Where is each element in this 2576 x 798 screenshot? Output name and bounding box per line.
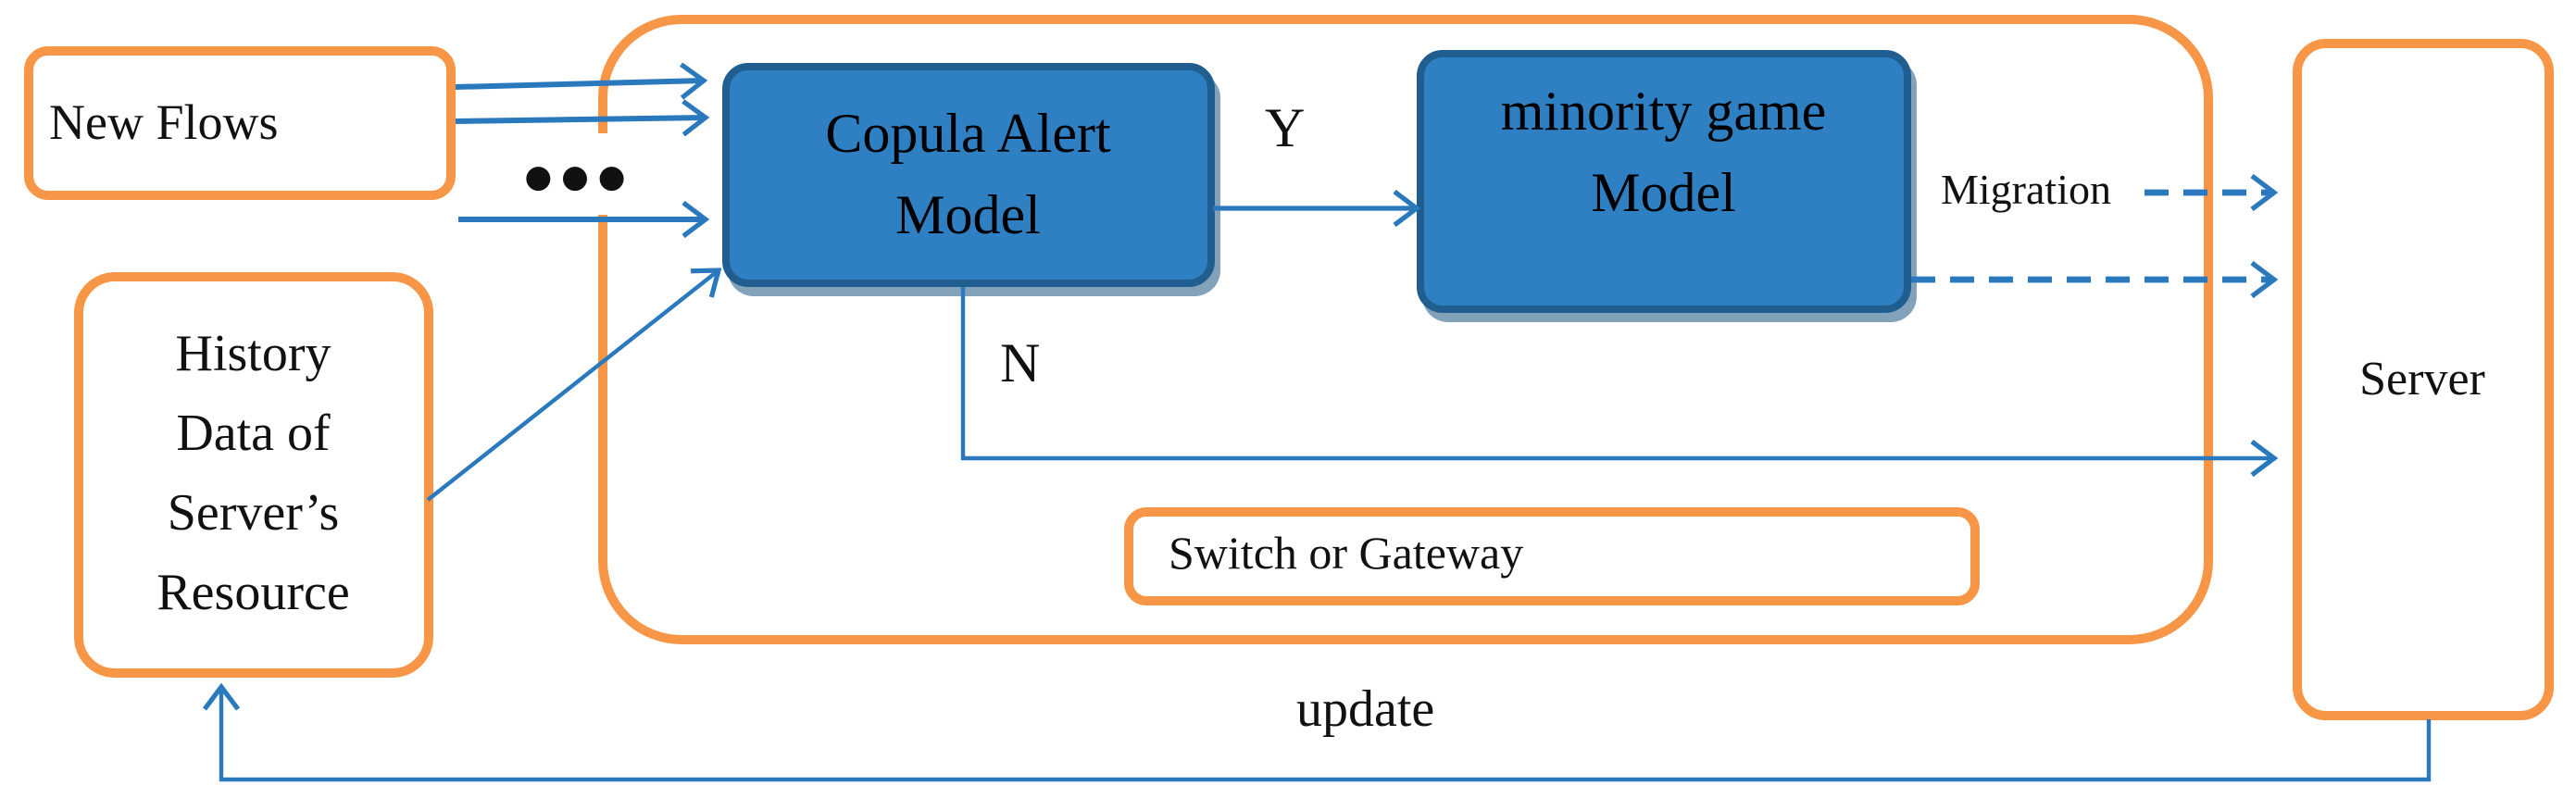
minority-label-line-2: Model: [1591, 163, 1736, 224]
copula-label-line-2: Model: [895, 184, 1041, 245]
minority-label-line-1: minority game: [1500, 81, 1827, 143]
history-line-3: Server’s: [167, 485, 340, 543]
switch-or-gateway-label: Switch or Gateway: [1169, 530, 1524, 580]
server-label: Server: [2359, 351, 2485, 405]
ellipsis-dots-icon: ●●●: [524, 159, 635, 196]
label-yes: Y: [1265, 98, 1306, 159]
minority-game-model-box: minority game Model: [1416, 50, 1911, 312]
history-line-4: Resource: [156, 565, 350, 623]
arrow-new-flow-1: [455, 62, 708, 100]
label-no: N: [1000, 333, 1041, 394]
arrow-update-server-to-history: [202, 682, 2432, 782]
switch-or-gateway-box: Switch or Gateway: [1124, 506, 1980, 605]
history-data-box: History Data of Server’s Resource: [73, 272, 433, 677]
label-migration: Migration: [1941, 167, 2111, 213]
new-flows-box: New Flows: [23, 46, 456, 199]
switch-gateway-domain-container: [597, 14, 2213, 643]
arrow-no-copula-to-server: [960, 287, 2279, 478]
container-border-gap: [583, 133, 622, 215]
arrow-new-flow-2: [455, 99, 710, 137]
new-flows-label: New Flows: [49, 94, 279, 151]
copula-alert-model-box: Copula Alert Model: [721, 63, 1215, 287]
copula-label-line-1: Copula Alert: [825, 103, 1111, 164]
history-line-2: Data of: [176, 405, 331, 464]
arrow-history-to-copula: [426, 268, 722, 502]
label-update: update: [1296, 681, 1435, 739]
server-box: Server: [2292, 39, 2553, 719]
history-line-1: History: [175, 326, 331, 384]
